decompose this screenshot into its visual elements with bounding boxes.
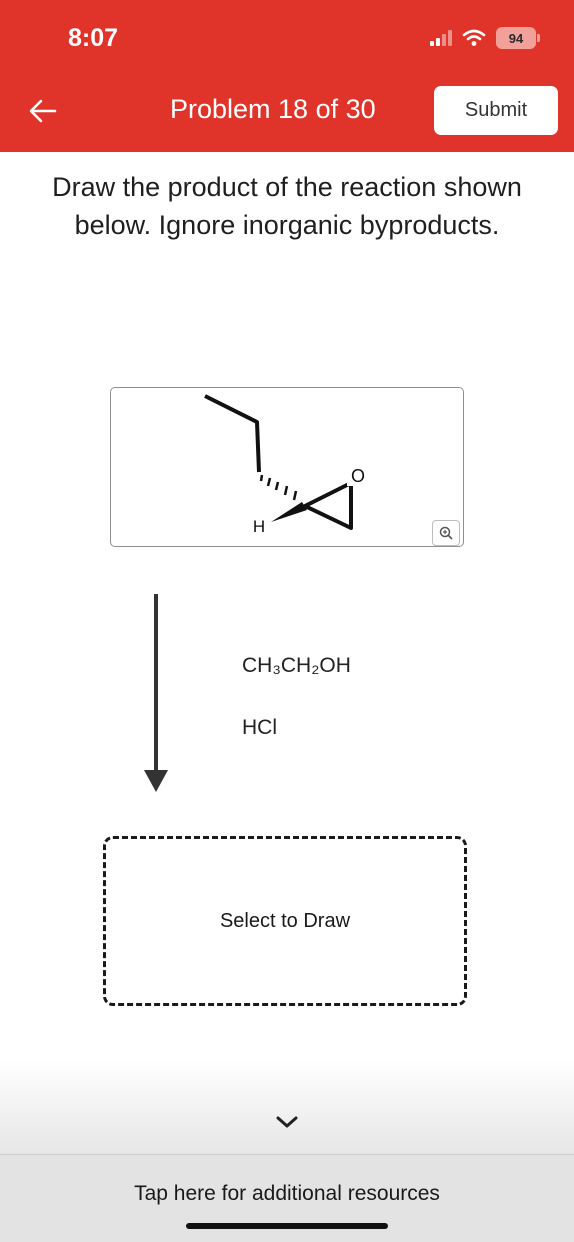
resources-link[interactable]: Tap here for additional resources [134, 1182, 440, 1205]
page-title: Problem 18 of 30 [170, 94, 376, 124]
battery-level: 94 [508, 30, 524, 46]
reactant-molecule-drawing: O H [204, 394, 369, 536]
submit-button[interactable]: Submit [434, 86, 558, 135]
status-time: 8:07 [68, 24, 119, 52]
wifi-icon [462, 29, 486, 46]
solid-wedge-bond [271, 502, 307, 522]
epoxide-ring [303, 481, 353, 530]
chevron-down-icon[interactable] [274, 1112, 300, 1132]
reagent-acid: HCl [242, 716, 277, 739]
signal-icon [430, 30, 452, 46]
resources-bar[interactable]: Tap here for additional resources [0, 1154, 574, 1242]
back-arrow-icon[interactable] [26, 94, 60, 128]
reaction-arrow-icon [144, 594, 168, 792]
oxygen-label: O [351, 466, 365, 486]
status-icons: 94 [430, 26, 540, 50]
question-prompt: Draw the product of the reaction shown b… [52, 172, 522, 240]
reactant-structure[interactable]: O H [110, 387, 464, 547]
draw-answer-area[interactable]: Select to Draw [103, 836, 467, 1006]
hashed-wedge-bond [259, 474, 298, 501]
scroll-fade [0, 1060, 574, 1155]
zoom-button[interactable] [432, 520, 460, 546]
ethyl-chain [204, 394, 261, 473]
battery-icon: 94 [496, 27, 540, 49]
hydrogen-label: H [253, 517, 265, 536]
app-header: 8:07 94 Problem 18 of 30 Submit [0, 0, 574, 152]
reagent-solvent: CH₃CH₂OH [242, 654, 351, 677]
draw-prompt-label: Select to Draw [219, 909, 351, 932]
home-indicator [186, 1223, 388, 1229]
zoom-in-icon [439, 526, 453, 540]
